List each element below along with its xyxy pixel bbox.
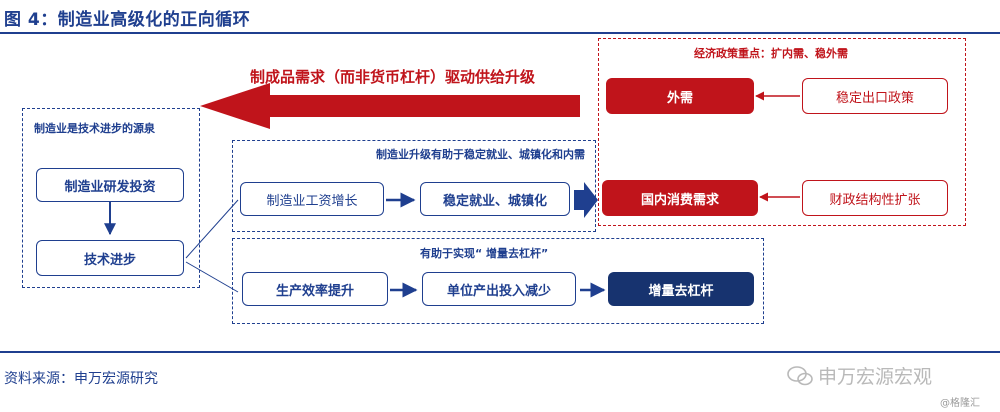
watermark-text: 申万宏源宏观 [818, 366, 933, 388]
middle-top-label: 制造业升级有助于稳定就业、城镇化和内需 [376, 148, 585, 161]
middle-bottom-panel [232, 238, 764, 324]
tech-progress-node: 技术进步 [36, 240, 184, 276]
external-demand-node: 外需 [606, 78, 754, 114]
left-panel-label: 制造业是技术进步的源泉 [34, 122, 155, 135]
wage-growth-node: 制造业工资增长 [240, 182, 384, 216]
wechat-icon [787, 366, 813, 386]
unit-input-node: 单位产出投入减少 [422, 272, 576, 306]
fiscal-expansion-node: 财政结构性扩张 [802, 180, 948, 216]
domestic-demand-node: 国内消费需求 [602, 180, 758, 216]
big-red-arrow [200, 83, 580, 129]
watermark-sub: @格隆汇 [940, 398, 980, 409]
middle-bottom-label: 有助于实现“ 增量去杠杆” [420, 247, 549, 260]
efficiency-node: 生产效率提升 [242, 272, 388, 306]
top-rule [0, 32, 1000, 34]
middle-top-panel [232, 140, 596, 232]
delever-node: 增量去杠杆 [608, 272, 754, 306]
big-arrow-label: 制成品需求（而非货币杠杆）驱动供给升级 [250, 68, 536, 86]
rd-investment-node: 制造业研发投资 [36, 168, 184, 202]
source-note: 资料来源：申万宏源研究 [4, 371, 158, 387]
stable-employment-node: 稳定就业、城镇化 [420, 182, 570, 216]
figure-title: 图 4：制造业高级化的正向循环 [4, 10, 251, 30]
left-panel [22, 108, 200, 288]
bottom-rule [0, 351, 1000, 353]
right-panel-label: 经济政策重点：扩内需、稳外需 [694, 47, 848, 60]
arrow-employment-to-domestic [574, 182, 598, 218]
export-policy-node: 稳定出口政策 [802, 78, 948, 114]
fan-line-lower [185, 261, 239, 293]
right-panel [598, 38, 966, 226]
fan-line-upper [185, 199, 239, 259]
